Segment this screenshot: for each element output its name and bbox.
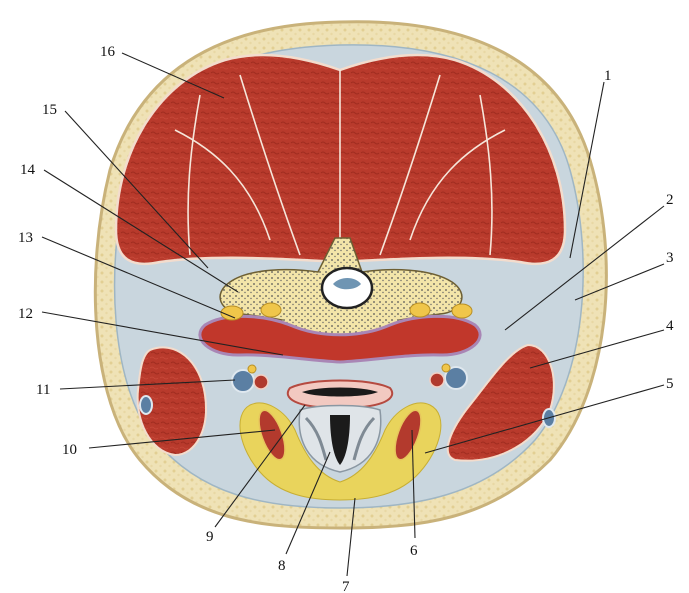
label-4: 4 [666, 318, 674, 334]
label-10: 10 [62, 442, 77, 458]
pharynx [288, 381, 392, 409]
label-5: 5 [666, 376, 674, 392]
label-7: 7 [342, 579, 350, 593]
posterior-muscle-mass [116, 55, 565, 264]
label-14: 14 [20, 162, 36, 178]
label-16: 16 [100, 44, 116, 60]
label-13: 13 [18, 230, 33, 246]
label-3: 3 [666, 250, 674, 266]
label-6: 6 [410, 543, 418, 559]
label-15: 15 [42, 102, 57, 118]
label-1: 1 [604, 68, 612, 84]
label-12: 12 [18, 306, 33, 322]
label-8: 8 [278, 558, 286, 574]
label-2: 2 [666, 192, 674, 208]
label-9: 9 [206, 529, 214, 545]
label-11: 11 [36, 382, 50, 398]
